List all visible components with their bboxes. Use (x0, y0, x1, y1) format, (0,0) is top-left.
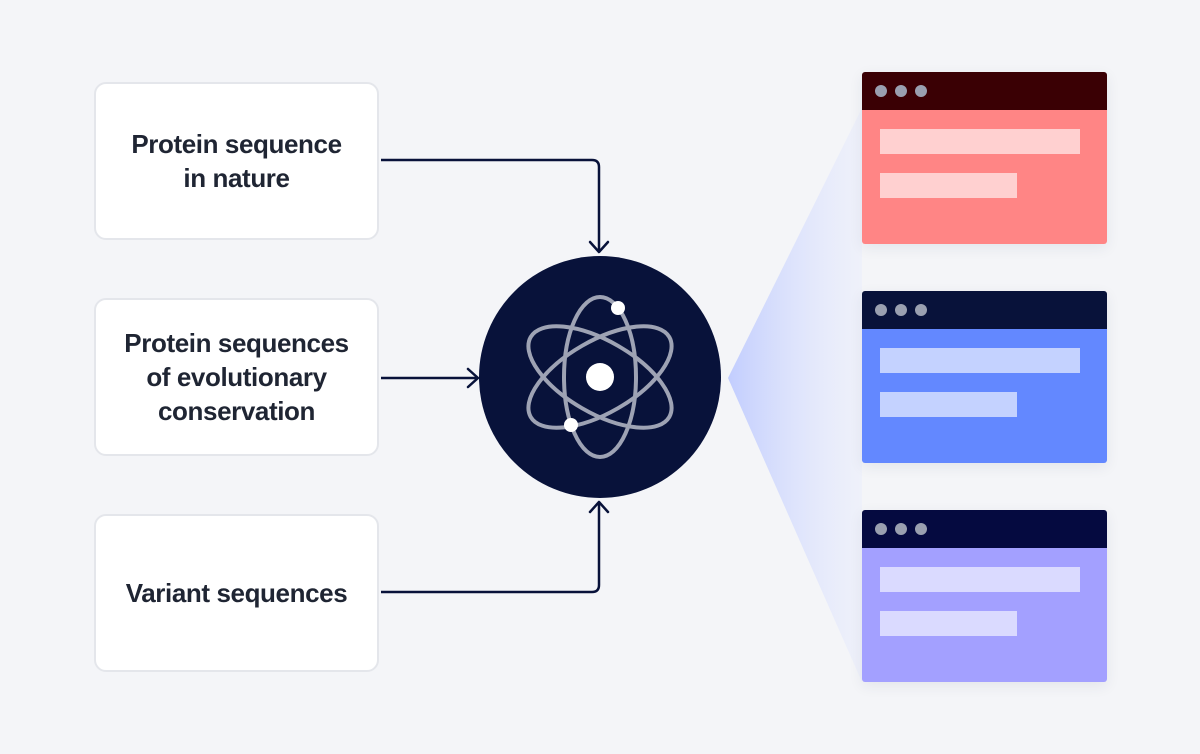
input-label: Protein sequence in nature (131, 129, 342, 193)
input-box-variant-sequences: Variant sequences (94, 514, 379, 672)
window-body (862, 329, 1107, 463)
window-body (862, 110, 1107, 244)
window-body (862, 548, 1107, 682)
connector-arrow-3 (381, 504, 601, 594)
window-content-line (880, 129, 1080, 154)
window-content-line (880, 173, 1017, 198)
output-fan (728, 108, 862, 682)
arrowhead-3 (588, 500, 610, 514)
input-label: Protein sequences of evolutionary conser… (124, 328, 349, 426)
window-title-bar (862, 510, 1107, 548)
atom-electron-top (611, 301, 625, 315)
window-dot-icon (915, 304, 927, 316)
window-dot-icon (915, 85, 927, 97)
window-content-line (880, 392, 1017, 417)
window-content-line (880, 348, 1080, 373)
atom-icon (526, 295, 674, 459)
window-dot-icon (895, 523, 907, 535)
window-title-bar (862, 72, 1107, 110)
connector-arrow-1 (381, 158, 601, 250)
arrowhead-2 (466, 367, 480, 389)
window-dot-icon (875, 85, 887, 97)
atom-nucleus (586, 363, 614, 391)
output-window-2 (862, 291, 1107, 463)
window-dot-icon (915, 523, 927, 535)
window-content-line (880, 567, 1080, 592)
window-dot-icon (875, 304, 887, 316)
input-box-protein-sequence-in-nature: Protein sequence in nature (94, 82, 379, 240)
arrowhead-1 (588, 240, 610, 254)
output-window-3 (862, 510, 1107, 682)
output-window-1 (862, 72, 1107, 244)
window-dot-icon (875, 523, 887, 535)
input-label: Variant sequences (125, 578, 348, 608)
window-title-bar (862, 291, 1107, 329)
atom-electron-bottom (564, 418, 578, 432)
model-hub (479, 256, 721, 498)
window-dot-icon (895, 304, 907, 316)
input-box-evolutionary-conservation: Protein sequences of evolutionary conser… (94, 298, 379, 456)
window-dot-icon (895, 85, 907, 97)
window-content-line (880, 611, 1017, 636)
